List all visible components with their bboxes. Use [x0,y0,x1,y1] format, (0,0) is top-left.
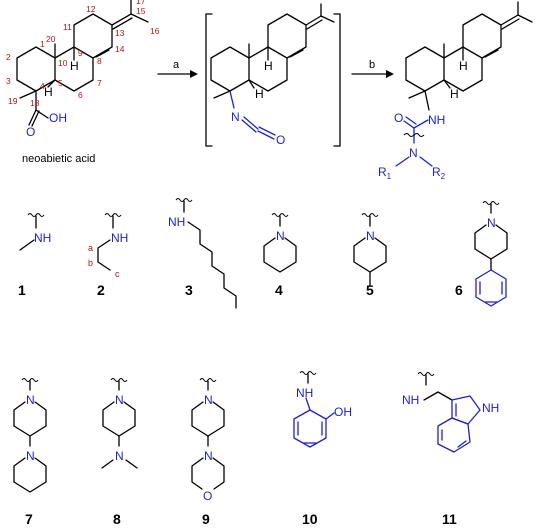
atom-n: N [366,229,375,243]
carbon-number: 6 [78,90,83,100]
compound-label: 5 [366,282,374,298]
atom-n: N [409,146,418,160]
carbon-number: 4 [40,81,45,91]
chain-label: b [88,258,93,268]
carbon-number: 10 [58,58,68,68]
compound-label: 1 [18,282,26,298]
atom-oh: OH [334,405,352,419]
atom-nh: NH [402,393,419,407]
atom-n: N [204,393,213,407]
atom-o: O [26,125,35,139]
compound-label: 9 [202,511,210,527]
chain-label: a [88,243,93,253]
compound-8-structure: N N [101,378,138,469]
carbon-number: 9 [78,48,83,58]
atom-nh: NH [34,231,51,245]
compound-6-structure: N [474,201,508,307]
carbon-number: 17 [136,0,146,6]
chain-label: c [115,269,120,279]
compound-9-structure: N N O [191,378,225,503]
compound-label: 4 [275,282,283,298]
carbon-number: 16 [150,26,160,36]
carbon-number: 20 [46,34,56,44]
atom-n: N [276,229,285,243]
substituent-r1: R1 [378,165,392,181]
arrow-step-b: b [351,59,394,78]
carbon-number: 7 [97,78,102,88]
atom-n: N [115,449,124,463]
atom-h: H [255,87,264,101]
atom-h: H [44,85,53,99]
carbon-number: 11 [63,22,72,32]
starting-material-label: neoabietic acid [22,153,95,165]
compound-3-structure: NH [168,198,237,309]
atom-n: N [204,449,213,463]
step-b-label: b [369,59,375,71]
atom-nh: NH [482,401,499,415]
compound-5-structure: N [353,213,387,287]
arrow-step-a: a [157,59,198,78]
atom-nh: NH [111,231,128,245]
compound-4-structure: N [263,213,297,273]
isocyanate-intermediate: H H N O [205,3,341,147]
urea-product: H H NH O N R1 R2 [378,1,533,181]
compound-label: 10 [302,511,318,527]
compound-label: 11 [442,511,457,527]
atom-h: H [264,59,273,73]
compound-label: 8 [113,511,121,527]
compound-1-structure: NH [19,213,51,251]
carbon-number: 3 [6,76,11,86]
compound-label: 2 [97,282,105,298]
compound-label: 6 [455,282,463,298]
atom-nh: NH [296,386,313,400]
atom-o: O [276,133,285,147]
carbon-number: 18 [30,98,40,108]
atom-n: N [26,449,35,463]
compound-10-structure: NH OH [293,371,352,448]
atom-nh: NH [168,215,185,229]
carbon-number: 8 [97,56,102,66]
atom-n: N [26,393,35,407]
atom-h: H [450,87,459,101]
carbon-number: 1 [40,39,45,49]
carbon-number: 12 [86,4,96,14]
carbon-number: 19 [8,96,18,106]
atom-h: H [70,59,79,73]
atom-h: H [459,59,468,73]
compound-7-structure: N N [13,378,47,493]
atom-o: O [203,489,212,503]
carbon-number: 13 [115,28,125,38]
compound-label: 3 [185,282,193,298]
atom-n: N [487,216,496,230]
atom-nh: NH [428,113,445,127]
carbon-number: 2 [6,52,11,62]
carbon-numbering: 1 2 3 4 5 6 7 8 9 10 11 12 13 14 15 16 1… [6,0,160,108]
compound-2-structure: NH a b c [88,213,128,279]
atom-o: O [394,111,403,125]
neoabietic-acid-structure: H H O OH [16,0,149,139]
compound-11-structure: NH NH [402,372,499,453]
atom-n: N [115,393,124,407]
carbon-number: 5 [58,78,63,88]
substituent-r2: R2 [432,165,446,181]
atom-oh: OH [49,111,67,125]
step-a-label: a [173,59,180,71]
carbon-number: 14 [115,44,125,54]
atom-n: N [231,110,240,124]
compound-label: 7 [25,511,33,527]
carbon-number: 15 [136,6,146,16]
